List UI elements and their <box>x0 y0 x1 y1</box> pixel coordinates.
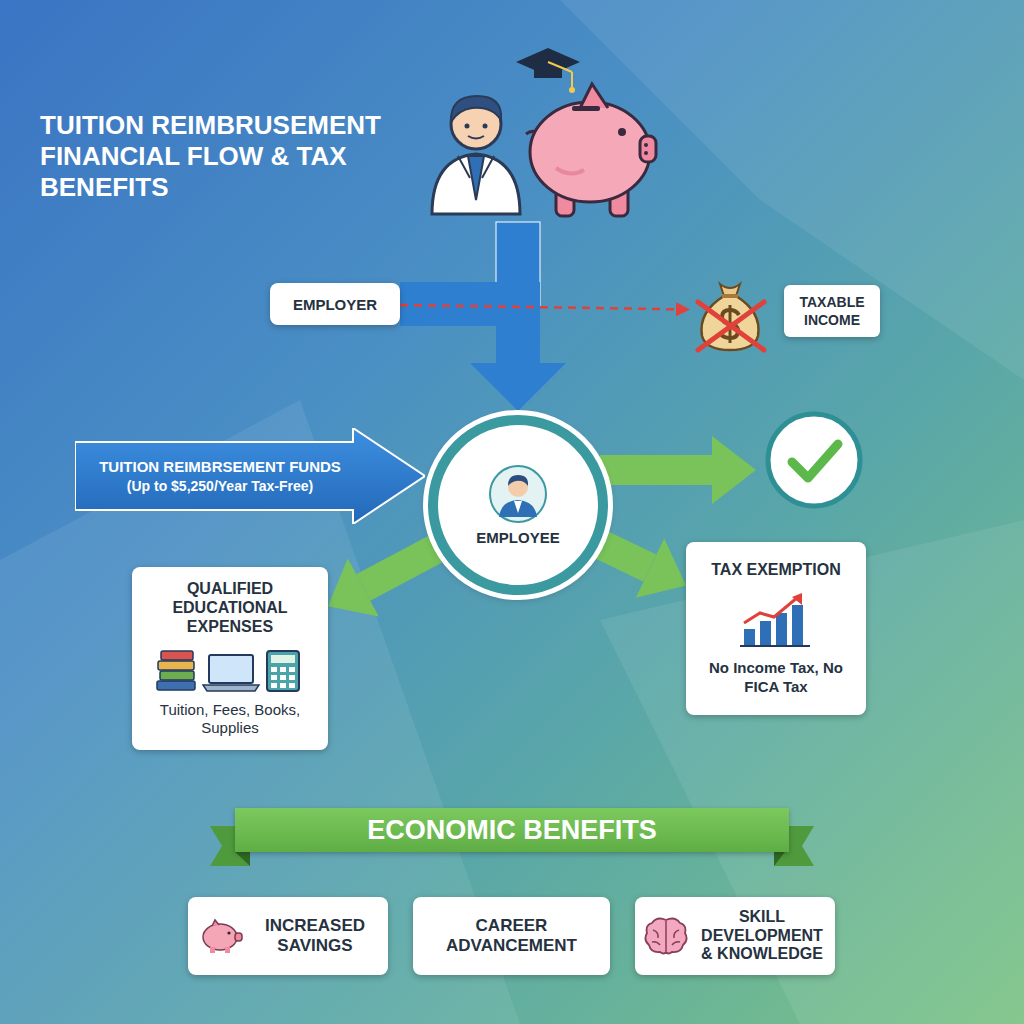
flow-arrow <box>400 304 518 363</box>
piggy-bank <box>526 84 656 216</box>
employer-box: EMPLOYER <box>270 283 400 325</box>
benefits-banner: ECONOMIC BENEFITS <box>235 808 789 852</box>
money-bag-icon <box>690 268 772 354</box>
node-label: TUITION REIMBRSEMENT FUNDS <box>99 457 341 477</box>
expenses-box: QUALIFIED EDUCATIONAL EXPENSES Tuition, … <box>132 567 328 750</box>
tax-exemption-box: TAX EXEMPTION No Income Tax, No FICA Tax <box>686 542 866 715</box>
employee-figure <box>432 96 520 214</box>
flow-arrow <box>603 546 650 569</box>
graduation-cap <box>516 48 580 93</box>
node-label: CAREER ADVANCEMENT <box>423 916 600 957</box>
flow-arrow <box>400 305 676 309</box>
node-label: QUALIFIED EDUCATIONAL EXPENSES <box>142 579 318 637</box>
node-label: ECONOMIC BENEFITS <box>367 815 657 846</box>
taxable-income-box: TAXABLE INCOME <box>690 268 880 354</box>
benefit-box: CAREER ADVANCEMENT <box>413 897 610 975</box>
arrow-shape <box>75 428 425 524</box>
growth-chart-icon <box>736 591 816 649</box>
node-label: SKILL DEVELOPMENT & KNOWLEDGE <box>697 908 827 963</box>
node-label: EMPLOYEE <box>476 529 559 546</box>
benefit-box: SKILL DEVELOPMENT & KNOWLEDGE <box>635 897 835 975</box>
employee-icon <box>489 465 547 523</box>
diagram-title: TUITION REIMBRUSEMENT FINANCIAL FLOW & T… <box>40 110 385 204</box>
node-body: (Up to $5,250/Year Tax-Free) <box>127 477 313 495</box>
node-label: TAXABLE INCOME <box>784 285 880 337</box>
node-label: TAX EXEMPTION <box>711 561 841 579</box>
flow-arrow <box>363 549 435 587</box>
check-mark <box>768 414 860 506</box>
node-body: Tuition, Fees, Books, Supplies <box>142 701 318 739</box>
brain-icon <box>643 916 689 956</box>
employee-circle: EMPLOYEE <box>428 415 608 595</box>
piggy-icon <box>198 918 244 954</box>
node-label: EMPLOYER <box>293 296 377 313</box>
benefit-box: INCREASED SAVINGS <box>188 897 388 975</box>
funds-arrow: TUITION REIMBRSEMENT FUNDS(Up to $5,250/… <box>75 428 425 524</box>
supplies-icons <box>155 647 305 693</box>
node-label: INCREASED SAVINGS <box>252 916 378 957</box>
node-body: No Income Tax, No FICA Tax <box>696 659 856 697</box>
